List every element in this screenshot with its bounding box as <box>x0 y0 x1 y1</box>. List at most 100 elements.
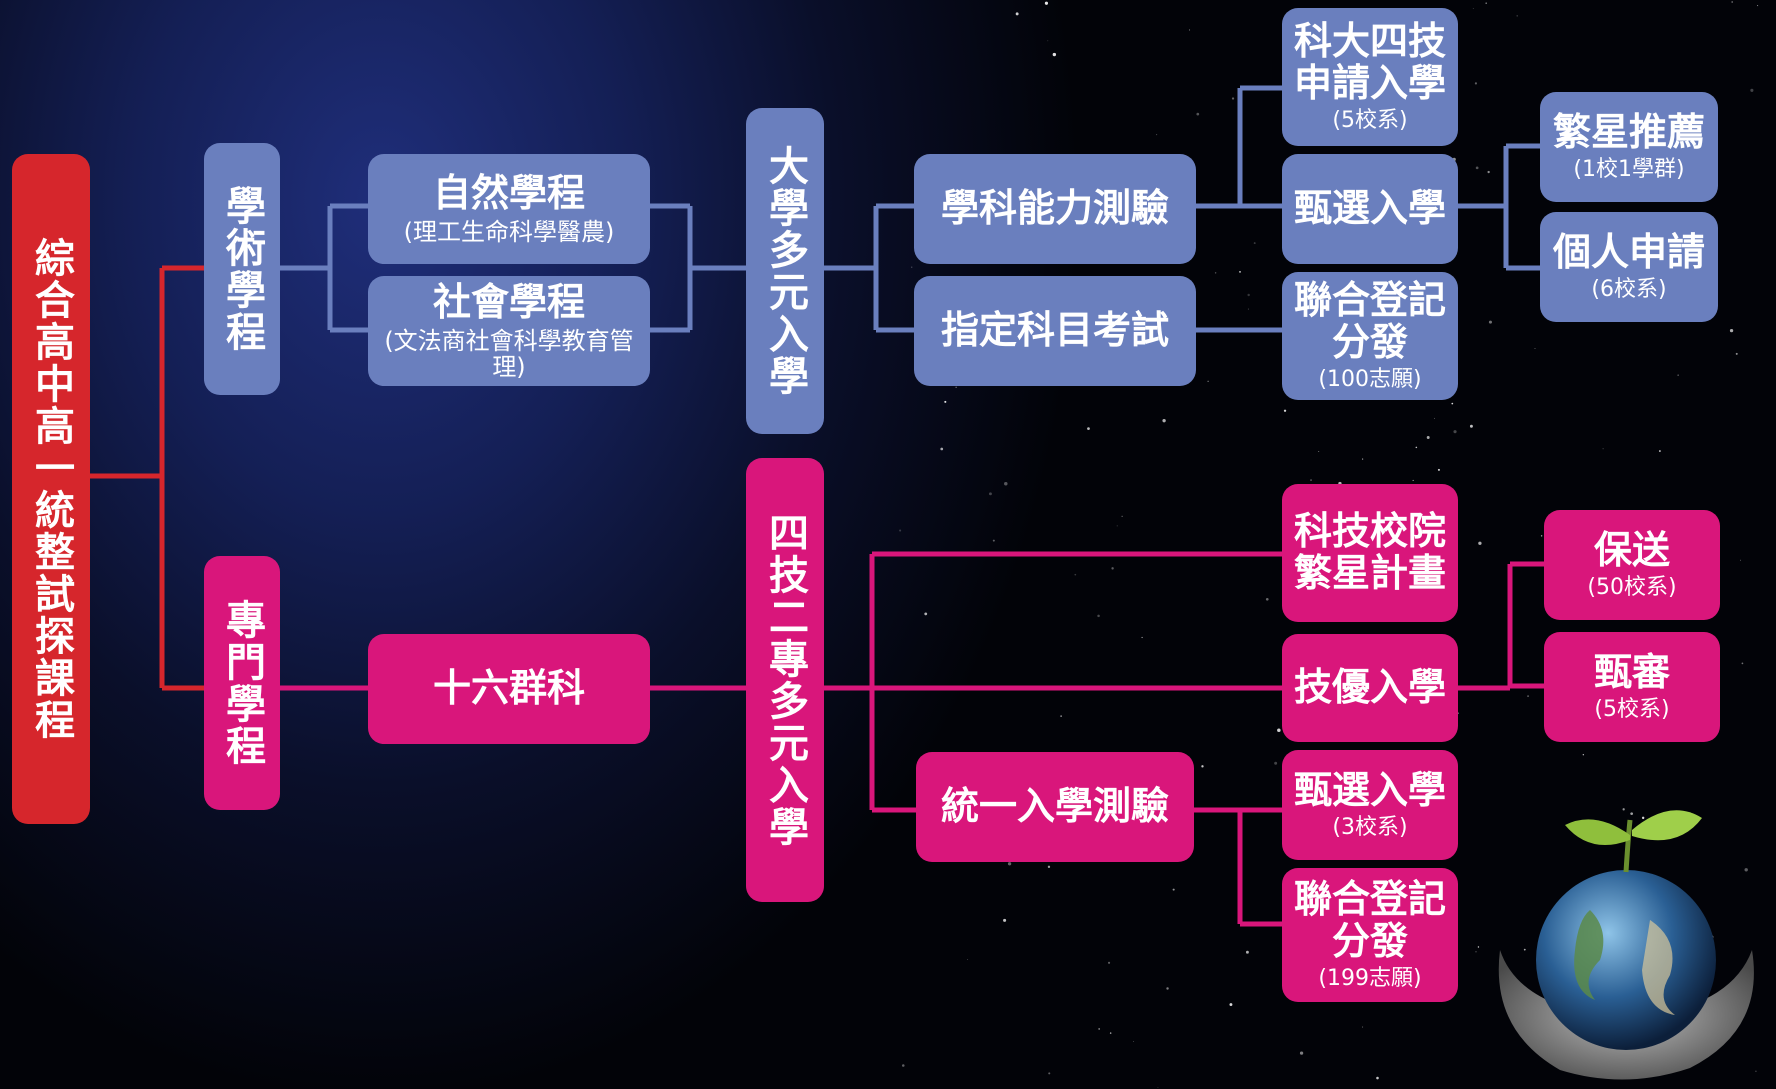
star-dot <box>1677 374 1679 376</box>
review-node: 甄審(5校系) <box>1544 632 1720 742</box>
star-dot <box>1004 482 1008 486</box>
star-dot <box>1098 1028 1101 1030</box>
globe-sprout-image <box>1498 810 1754 1080</box>
star-dot <box>1362 1026 1364 1028</box>
star-dot <box>1109 1032 1112 1034</box>
root-node-integrated-curriculum: 綜合高中高一統整試探課程 <box>12 154 90 824</box>
star-dot <box>967 958 969 961</box>
star-dot <box>1750 88 1754 92</box>
academic-track-node: 學術學程 <box>204 143 280 395</box>
star-dot <box>1277 728 1281 732</box>
tech-star-plan-node: 科技校院繁星計畫 <box>1282 484 1458 622</box>
star-dot <box>1731 1 1734 3</box>
star-dot <box>1299 1051 1304 1055</box>
star-dot <box>1474 82 1478 85</box>
star-dot <box>1527 695 1529 697</box>
star-dot <box>955 386 957 389</box>
star-dot <box>1162 418 1166 423</box>
star-dot <box>1239 271 1241 273</box>
star-dot <box>924 612 928 616</box>
star-dot <box>1133 1041 1135 1042</box>
star-dot <box>1641 816 1645 820</box>
sixteen-groups-node: 十六群科 <box>368 634 650 744</box>
star-dot <box>1060 715 1062 717</box>
star-dot <box>1523 948 1526 951</box>
star-dot <box>1048 1072 1051 1075</box>
star-dot <box>1729 328 1734 333</box>
star-dot <box>1582 754 1585 756</box>
star-dot <box>1007 862 1012 866</box>
personal-application-node: 個人申請(6校系) <box>1540 212 1718 322</box>
star-dot <box>1485 2 1487 4</box>
star-dot <box>1658 450 1661 452</box>
star-dot <box>1318 451 1320 452</box>
star-dot <box>1415 446 1418 449</box>
star-dot <box>1245 950 1249 954</box>
star-dot <box>1231 97 1235 100</box>
star-dot <box>1157 1087 1159 1088</box>
star-dot <box>1207 380 1209 382</box>
star-dot <box>1478 541 1482 545</box>
star-dot <box>1376 1076 1379 1080</box>
ast-node: 指定科目考試 <box>914 276 1196 386</box>
star-dot <box>1437 468 1440 471</box>
vocational-track-node: 專門學程 <box>204 556 280 810</box>
vocational-selection-node: 甄選入學(3校系) <box>1282 750 1458 860</box>
star-dot <box>1274 761 1278 765</box>
guaranteed-admission-node: 保送(50校系) <box>1544 510 1720 620</box>
star-dot <box>1451 402 1454 405</box>
star-dot <box>1622 808 1625 811</box>
academic-joint-distribution-node: 聯合登記分發(100志願) <box>1282 272 1458 400</box>
star-dot <box>1755 1070 1757 1072</box>
star-dot <box>1015 12 1019 16</box>
star-dot <box>1487 170 1490 174</box>
star-dot <box>1141 636 1143 639</box>
star-dot <box>1044 1 1049 5</box>
star-dot <box>992 539 995 542</box>
star-dot <box>1283 409 1287 412</box>
star-dot <box>1475 951 1477 953</box>
star-dot <box>1156 134 1158 136</box>
star-dot <box>1247 308 1249 310</box>
star-dot <box>1003 918 1007 922</box>
star-dot <box>1453 430 1457 434</box>
star-dot <box>1116 525 1118 527</box>
tvc-admission-node: 四技二專多元入學 <box>746 458 824 902</box>
star-dot <box>1540 535 1543 537</box>
star-dot <box>1121 515 1123 517</box>
unified-exam-node: 統一入學測驗 <box>916 752 1194 862</box>
star-dot <box>1741 662 1744 665</box>
star-dot <box>911 266 913 268</box>
star-dot <box>988 492 992 496</box>
star-dot <box>1097 614 1100 618</box>
star-dot <box>899 529 902 532</box>
star-dot <box>1087 427 1090 430</box>
star-dot <box>940 447 944 451</box>
star-dot <box>1107 961 1111 964</box>
star-dot <box>1740 559 1741 561</box>
star-dot <box>1735 352 1738 355</box>
star-dot <box>1477 946 1480 948</box>
star-dot <box>1488 320 1492 324</box>
gsat-node: 學科能力測驗 <box>914 154 1196 264</box>
star-dot <box>1247 293 1250 297</box>
vocational-joint-distribution-node: 聯合登記分發(199志願) <box>1282 868 1458 1002</box>
star-dot <box>1602 448 1604 450</box>
university-admission-node: 大學多元入學 <box>746 108 824 434</box>
star-dot <box>1111 567 1114 570</box>
skill-excellence-node: 技優入學 <box>1282 634 1458 742</box>
star-dot <box>1074 573 1077 576</box>
academic-selection-node: 甄選入學 <box>1282 154 1458 264</box>
star-dot <box>1172 888 1175 891</box>
star-dot <box>902 1064 905 1067</box>
star-dot <box>1047 865 1051 869</box>
star-dot <box>1229 1003 1233 1006</box>
star-dot <box>944 400 947 403</box>
star-dot <box>1412 479 1414 481</box>
star-dot <box>1253 242 1256 245</box>
star-recommendation-node: 繁星推薦(1校1學群) <box>1540 92 1718 202</box>
star-dot <box>1475 166 1479 170</box>
star-dot <box>1189 29 1191 31</box>
star-dot <box>1744 868 1748 872</box>
